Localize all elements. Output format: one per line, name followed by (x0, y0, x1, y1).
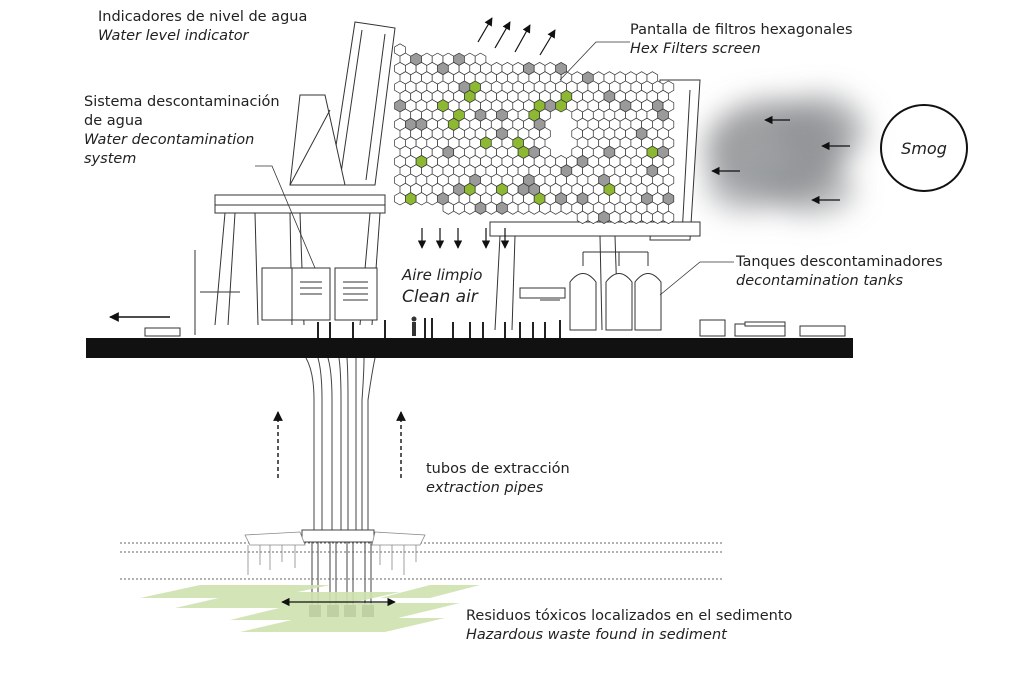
label-pipes: tubos de extracción extraction pipes (426, 460, 570, 498)
hanging-roots (244, 531, 426, 575)
smog-cloud (705, 95, 865, 215)
label-clean-air-en: Clean air (402, 287, 478, 307)
hex-cell (587, 210, 600, 225)
label-hex-filters: Pantalla de filtros hexagonales Hex Filt… (630, 21, 853, 59)
label-smog: Smog (901, 138, 947, 158)
label-pipes-en: extraction pipes (426, 480, 544, 496)
hex-cell (652, 210, 664, 225)
label-hex-filters-es: Pantalla de filtros hexagonales (630, 22, 853, 38)
human-figure (411, 316, 417, 336)
label-tanks-en: decontamination tanks (736, 273, 904, 289)
extraction-pipes (301, 357, 376, 605)
sediment-layers (140, 585, 480, 632)
hex-cell (415, 192, 428, 206)
hex-cell (442, 201, 455, 215)
label-hex-filters-en: Hex Filters screen (630, 41, 761, 57)
hex-cell (474, 201, 487, 215)
exhaust-arrows (477, 17, 556, 56)
label-decontamination-es-1: Sistema descontaminación (84, 94, 280, 110)
label-waste-es: Residuos tóxicos localizados en el sedim… (466, 608, 793, 624)
hex-cell (485, 201, 497, 215)
hex-cell (426, 192, 438, 206)
hex-cell (641, 210, 653, 225)
hex-cell (507, 201, 519, 215)
hex-cell (555, 99, 567, 113)
label-water-level: Indicadores de nivel de agua Water level… (98, 8, 307, 46)
water-level-lines (120, 542, 722, 580)
hex-cell (453, 201, 465, 215)
hex-cell (609, 210, 621, 225)
hex-cell (630, 210, 642, 225)
hex-cell (394, 192, 406, 206)
label-water-level-es: Indicadores de nivel de agua (98, 9, 308, 25)
label-clean-air: Aire limpio Clean air (402, 264, 482, 308)
hex-cell (539, 201, 551, 215)
hex-filter-screen (394, 43, 675, 225)
smog-arrows (711, 115, 850, 205)
smog-circle (880, 104, 968, 192)
containers (144, 319, 846, 337)
label-decontamination-es-2: de agua (84, 113, 143, 129)
label-waste-en: Hazardous waste found in sediment (466, 627, 727, 643)
hex-cell (576, 210, 589, 225)
clean-air-arrows (417, 228, 510, 249)
decontamination-units (261, 267, 378, 321)
label-tanks: Tanques descontaminadores decontaminatio… (736, 253, 943, 291)
hex-cell (560, 201, 573, 215)
label-tanks-es: Tanques descontaminadores (736, 254, 943, 270)
posts (317, 318, 561, 338)
label-decontamination-en-2: system (84, 151, 137, 167)
label-decontamination: Sistema descontaminación de agua Water d… (84, 93, 280, 169)
label-decontamination-en-1: Water decontamination (84, 132, 255, 148)
label-waste: Residuos tóxicos localizados en el sedim… (466, 607, 792, 645)
hex-cell (496, 201, 508, 215)
hex-cell (598, 210, 610, 225)
hex-cell (405, 192, 417, 206)
hex-cell (662, 210, 675, 225)
label-clean-air-es: Aire limpio (402, 266, 483, 284)
hex-cell (528, 201, 540, 215)
label-pipes-es: tubos de extracción (426, 461, 570, 477)
decontamination-tanks (569, 251, 662, 331)
hex-cell (464, 201, 476, 215)
extraction-arrows (273, 411, 406, 478)
hex-cell (549, 201, 562, 215)
hex-cell (619, 210, 632, 225)
label-water-level-en: Water level indicator (98, 28, 249, 44)
ground-slab (86, 338, 853, 358)
leader-lines (255, 41, 734, 296)
hex-cell (517, 201, 530, 215)
